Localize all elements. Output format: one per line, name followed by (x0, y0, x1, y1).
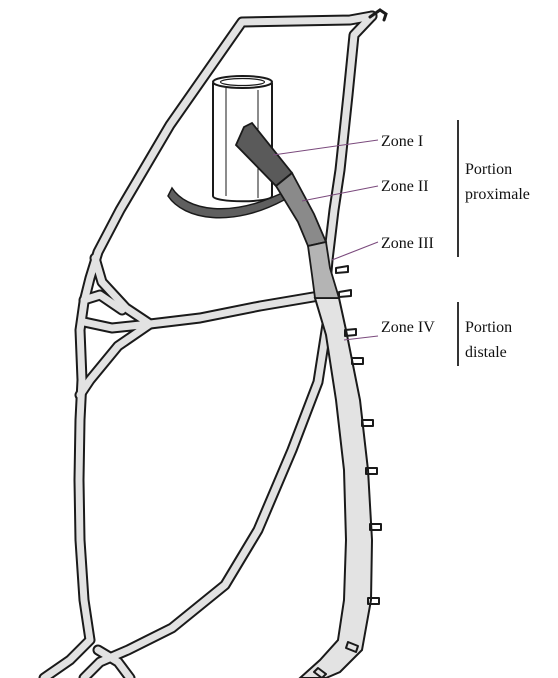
proximal-portion-label-line1: Portion (465, 161, 512, 178)
lower-diagonal-fill (84, 318, 328, 678)
middle-cross-fill (80, 324, 150, 395)
distal-portion-label-line2: distale (465, 344, 507, 361)
side-branch-stub (339, 290, 351, 297)
side-branch-stub (336, 266, 348, 273)
side-branch-stub (352, 358, 363, 364)
zone-iii-label: Zone III (381, 235, 434, 252)
lower-diagonal-vessel (84, 318, 328, 678)
zone-iii-leader (332, 242, 378, 260)
zone-iv-label: Zone IV (381, 319, 435, 336)
zone-i-label: Zone I (381, 133, 423, 150)
proximal-portion-label-line2: proximale (465, 186, 530, 203)
side-branch-stub (362, 420, 373, 426)
upper-cross-fill (95, 258, 325, 324)
zone-iv-segment (300, 298, 372, 678)
distal-portion-label-line1: Portion (465, 319, 512, 336)
zone-i-leader (273, 140, 378, 155)
zone-ii-label: Zone II (381, 178, 429, 195)
zone-ii-segment (276, 173, 326, 246)
tube-top-opening (213, 76, 272, 88)
